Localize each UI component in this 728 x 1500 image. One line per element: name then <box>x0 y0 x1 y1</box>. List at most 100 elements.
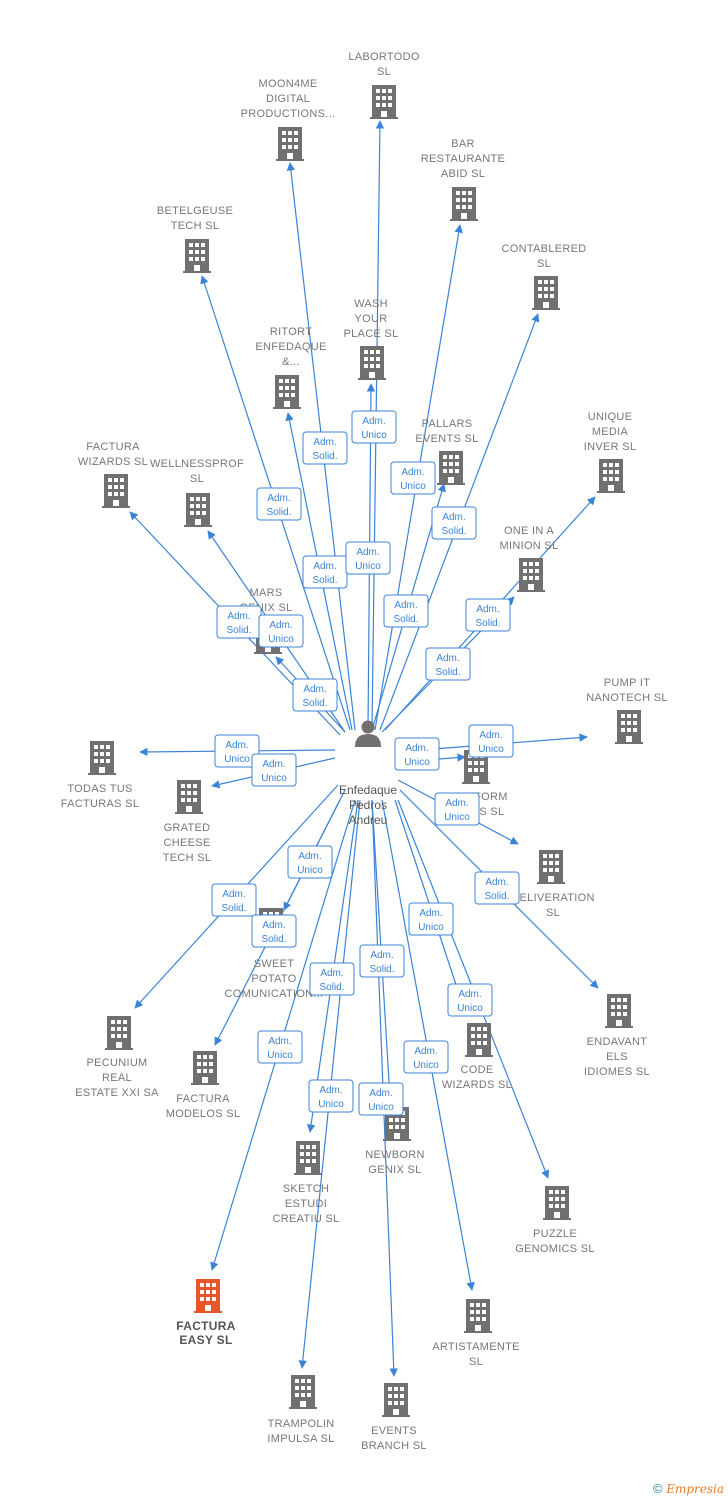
company-name-line: INVER SL <box>584 441 637 453</box>
badge-text: Solid. <box>312 575 337 586</box>
badge-text: Unico <box>261 773 287 784</box>
role-badge-adm-unico[interactable]: Adm.Unico <box>287 845 333 879</box>
badge-text: Adm. <box>313 561 336 572</box>
building-icon <box>289 1375 317 1409</box>
company-name-line: SL <box>537 258 551 270</box>
badge-box <box>447 983 493 1017</box>
role-badge-adm-unico[interactable]: Adm.Unico <box>394 737 440 771</box>
company-name-line: TRAMPOLIN <box>268 1418 335 1430</box>
badge-text: Unico <box>361 430 387 441</box>
company-name-line: BRANCH SL <box>361 1440 427 1452</box>
badge-text: Solid. <box>369 964 394 975</box>
company-name-line: EVENTS SL <box>415 433 478 445</box>
role-badge-adm-unico[interactable]: Adm.Unico <box>251 753 297 787</box>
role-badge-adm-unico[interactable]: Adm.Unico <box>408 902 454 936</box>
badge-text: Unico <box>368 1102 394 1113</box>
badge-box <box>465 598 511 632</box>
building-icon <box>273 375 301 409</box>
role-badge-adm-solid[interactable]: Adm.Solid. <box>474 871 520 905</box>
role-badge-adm-solid[interactable]: Adm.Solid. <box>465 598 511 632</box>
role-badge-adm-unico[interactable]: Adm.Unico <box>308 1079 354 1113</box>
building-icon <box>105 1016 133 1050</box>
role-badge-adm-solid[interactable]: Adm.Solid. <box>431 506 477 540</box>
company-name-line: &... <box>282 356 300 368</box>
role-badge-adm-unico[interactable]: Adm.Unico <box>214 734 260 768</box>
role-badge-adm-solid[interactable]: Adm.Solid. <box>425 647 471 681</box>
badge-text: Unico <box>224 754 250 765</box>
company-name-line: ABID SL <box>441 168 485 180</box>
badge-text: Solid. <box>312 451 337 462</box>
role-badge-adm-unico[interactable]: Adm.Unico <box>434 792 480 826</box>
badge-box <box>287 845 333 879</box>
badge-text: Solid. <box>226 625 251 636</box>
building-icon <box>597 459 625 493</box>
badge-box <box>474 871 520 905</box>
building-icon <box>88 741 116 775</box>
role-badge-adm-unico[interactable]: Adm.Unico <box>403 1040 449 1074</box>
role-badge-adm-solid[interactable]: Adm.Solid. <box>216 605 262 639</box>
company-name-line: GRATED <box>164 822 211 834</box>
role-badge-adm-solid[interactable]: Adm.Solid. <box>383 594 429 628</box>
building-icon <box>191 1051 219 1085</box>
company-node-moon4me[interactable]: MOON4MEDIGITALPRODUCTIONS... <box>241 78 336 161</box>
company-name-line: NANOTECH SL <box>586 692 668 704</box>
badge-text: Unico <box>400 481 426 492</box>
nodes-layer: LABORTODOSLMOON4MEDIGITALPRODUCTIONS...B… <box>61 51 668 1452</box>
badge-box <box>403 1040 449 1074</box>
role-badge-adm-unico[interactable]: Adm.Unico <box>468 724 514 758</box>
role-badge-adm-unico[interactable]: Adm.Unico <box>258 614 304 648</box>
role-badge-adm-solid[interactable]: Adm. Solid. <box>302 555 348 589</box>
role-badge-adm-solid[interactable]: Adm.Solid. <box>309 962 355 996</box>
company-name-line: PRODUCTIONS... <box>241 108 336 120</box>
role-badge-adm-solid[interactable]: Adm.Solid. <box>211 883 257 917</box>
role-badge-adm-unico[interactable]: Adm.Unico <box>447 983 493 1017</box>
role-badge-adm-solid[interactable]: Adm.Solid. <box>292 678 338 712</box>
company-name-line: DIGITAL <box>266 93 310 105</box>
company-name-line: DELIVERATION <box>511 892 594 904</box>
company-name-line: WIZARDS SL <box>78 456 148 468</box>
role-badge-adm-unico[interactable]: Adm.Unico <box>345 541 391 575</box>
role-badge-adm-unico[interactable]: Adm.Unico <box>257 1030 303 1064</box>
building-icon <box>464 1299 492 1333</box>
role-badge-adm-solid[interactable]: Adm.Solid. <box>359 944 405 978</box>
role-badge-adm-solid[interactable]: Adm.Solid. <box>302 431 348 465</box>
badge-text: Adm. <box>222 889 245 900</box>
role-badge-adm-solid[interactable]: Adm.Solid. <box>251 914 297 948</box>
role-badge-adm-solid[interactable]: Adm.Solid. <box>256 487 302 521</box>
role-badge-adm-unico[interactable]: Adm.Unico <box>390 461 436 495</box>
role-badge-adm-unico[interactable]: Adm.Unico <box>351 410 397 444</box>
building-icon <box>358 346 386 380</box>
company-node-ritort[interactable]: RITORTENFEDAQUE&... <box>255 326 326 409</box>
building-icon <box>437 451 465 485</box>
company-node-sweet-potato[interactable]: SWEETPOTATOCOMUNICATION... <box>224 908 323 1000</box>
building-icon <box>294 1141 322 1175</box>
badge-text: Adm. <box>419 908 442 919</box>
role-badge-adm-unico[interactable]: Adm.Unico <box>358 1082 404 1116</box>
